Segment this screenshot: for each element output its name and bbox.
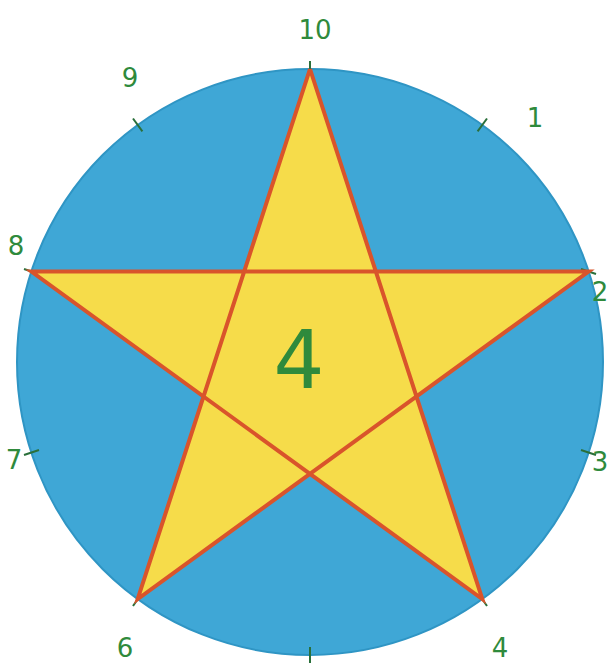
star-fill: [31, 69, 588, 599]
tick-number: 3: [592, 449, 609, 475]
blue-circle: [17, 69, 603, 655]
center-number: 4: [274, 321, 325, 401]
tick-number: 6: [117, 635, 134, 661]
star-lines: [31, 69, 588, 599]
tick-number: 10: [298, 17, 331, 43]
tick-number: 4: [492, 635, 509, 661]
star-shape: 4: [31, 69, 589, 599]
tick-number: 9: [122, 65, 139, 91]
tick-number: 1: [527, 105, 544, 131]
tick-marks: [24, 61, 596, 663]
tick-number: 8: [8, 233, 25, 259]
tick-number: 7: [6, 447, 23, 473]
tick-number: 2: [592, 279, 609, 305]
